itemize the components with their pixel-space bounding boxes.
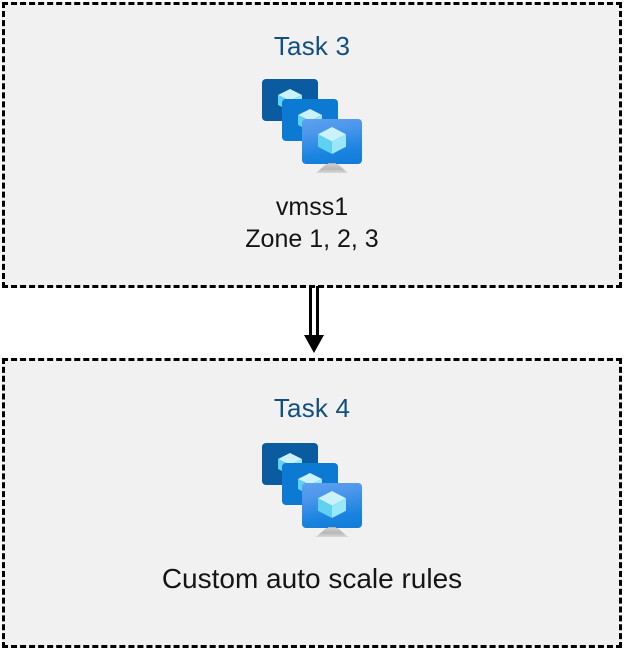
- monitor-front-icon: [302, 483, 362, 528]
- task-4-caption: Custom auto scale rules: [161, 563, 463, 594]
- cube-glyph-front-icon: [318, 127, 346, 154]
- arrow-shaft-right: [316, 286, 319, 338]
- task-box-task-3[interactable]: Task 3 vmss1 Zone 1, 2, 3: [2, 2, 622, 288]
- cube-glyph-front-icon: [318, 491, 346, 518]
- arrow-shaft-left: [309, 286, 312, 338]
- monitor-front-icon: [302, 119, 362, 164]
- task-3-title: Task 3: [273, 31, 351, 61]
- virtual-machine-scale-set-icon: [260, 441, 364, 537]
- double-line-arrow-icon: [300, 286, 328, 360]
- monitor-stand-base-icon: [316, 528, 348, 537]
- monitor-stand-base-icon: [316, 164, 348, 173]
- task-box-task-4[interactable]: Task 4 Custom auto scale rules: [2, 358, 622, 648]
- task-4-title: Task 4: [273, 393, 351, 423]
- arrow-head: [304, 335, 324, 353]
- virtual-machine-scale-set-icon: [260, 77, 364, 173]
- task-3-caption: vmss1 Zone 1, 2, 3: [245, 193, 379, 253]
